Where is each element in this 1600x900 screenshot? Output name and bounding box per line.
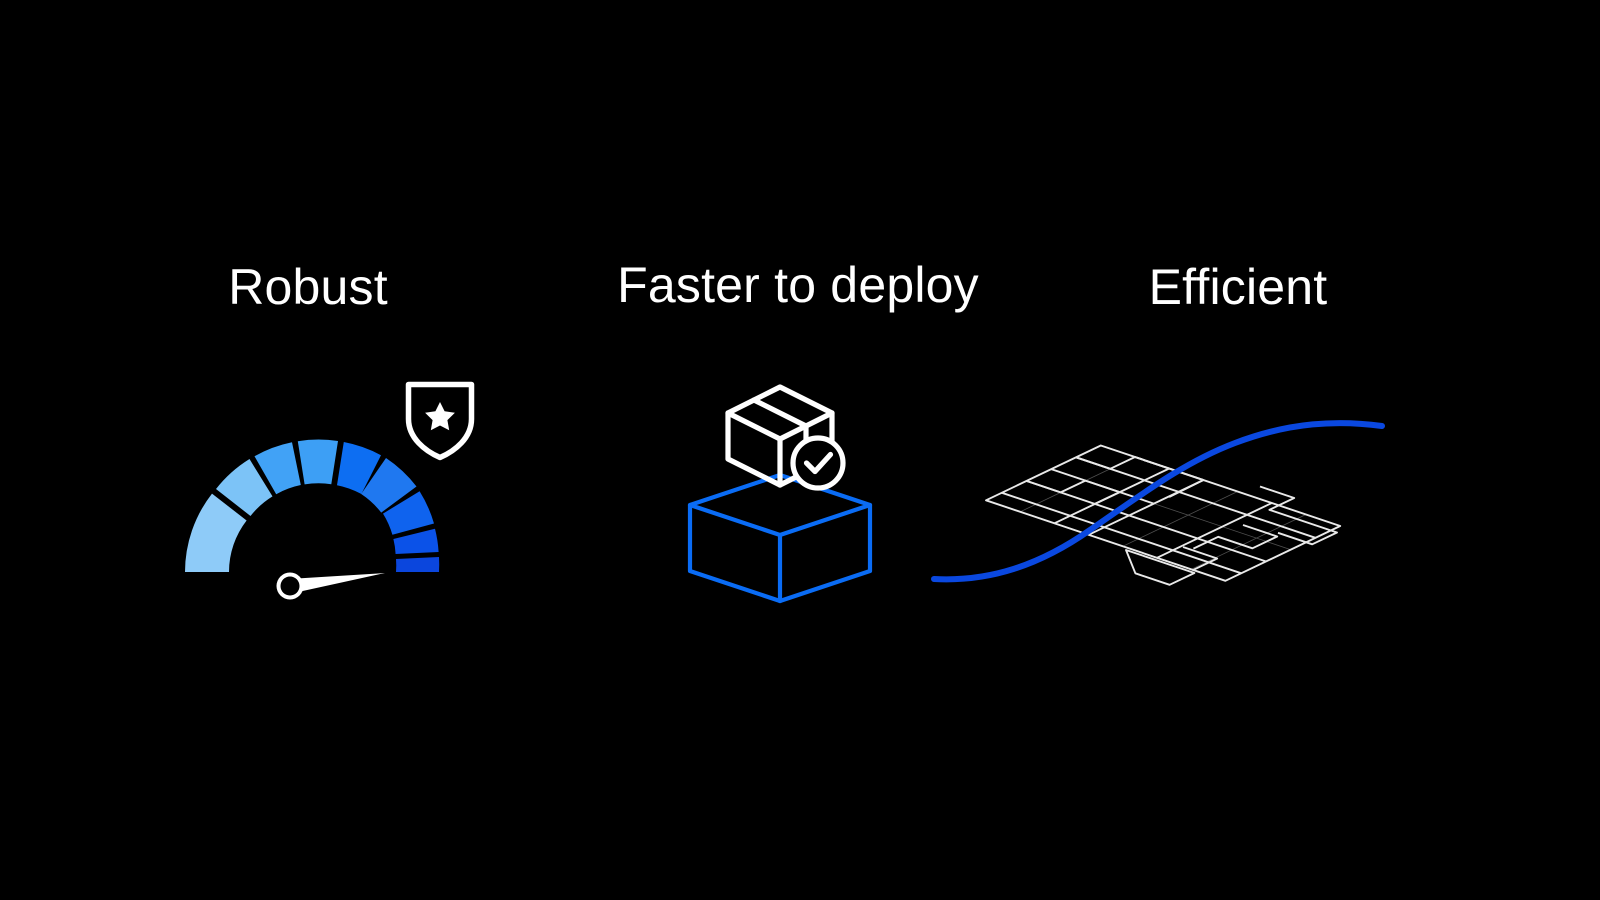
check-badge-circle xyxy=(790,435,846,491)
gauge-segment-9 xyxy=(396,557,440,572)
feature-title-deploy: Faster to deploy xyxy=(617,257,979,313)
gauge-segment-1 xyxy=(185,493,247,572)
feature-title-efficient: Efficient xyxy=(1148,259,1328,315)
shield-star-badge xyxy=(405,381,475,461)
grid-curve-illustration xyxy=(930,370,1400,620)
grid-terrace-7 xyxy=(1182,546,1219,572)
isometric-grid-curve-icon xyxy=(931,420,1385,586)
feature-column-robust: Robust xyxy=(0,0,560,900)
package-box-check-icon xyxy=(725,384,846,491)
grid-terrace-2 xyxy=(1026,479,1121,505)
gauge-segment-4 xyxy=(297,439,338,485)
performance-curve xyxy=(931,420,1385,583)
grid-diagonal-1 xyxy=(1053,467,1170,525)
cube-right-edge xyxy=(777,502,873,604)
gauge-needle xyxy=(276,572,385,600)
shield-icon xyxy=(405,381,475,461)
star-icon xyxy=(425,402,455,431)
feature-column-efficient: Efficient xyxy=(931,0,1600,900)
gauge-segment-2 xyxy=(216,459,273,516)
isometric-cube-outline xyxy=(687,472,873,604)
check-icon xyxy=(803,451,834,475)
gauge-shield-icon xyxy=(185,381,475,600)
grid-long-2 xyxy=(1026,479,1267,563)
gauge-segment-3 xyxy=(254,442,301,495)
grid-long-1 xyxy=(1075,456,1316,539)
package-cube-illustration xyxy=(620,375,940,615)
grid-diagonal-3 xyxy=(1088,479,1204,536)
package-cube-icon xyxy=(687,384,873,604)
grid-terrace-8 xyxy=(1125,549,1196,586)
gauge-segment-8 xyxy=(393,528,439,554)
gauge-segment-7 xyxy=(383,491,434,535)
package-top-left-edge xyxy=(725,410,835,442)
feature-title-robust: Robust xyxy=(228,259,388,315)
needle-hub-hole xyxy=(280,576,300,596)
grid-outline xyxy=(985,444,1342,582)
needle-pointer xyxy=(289,573,385,594)
gauge-segment-6 xyxy=(361,458,417,513)
gauge-segment-5 xyxy=(337,442,381,494)
isometric-plane-grid xyxy=(985,444,1342,586)
feature-column-deploy: Faster to deploy xyxy=(560,0,1000,900)
grid-terrace-6 xyxy=(1192,524,1279,550)
gauge-shield-illustration xyxy=(160,360,500,610)
gauge-arc xyxy=(185,439,440,572)
grid-long-3 xyxy=(1001,491,1242,575)
grid-terrace-5 xyxy=(1259,485,1338,546)
cube-left-edge xyxy=(687,502,783,604)
grid-diagonal-2 xyxy=(1156,502,1273,559)
